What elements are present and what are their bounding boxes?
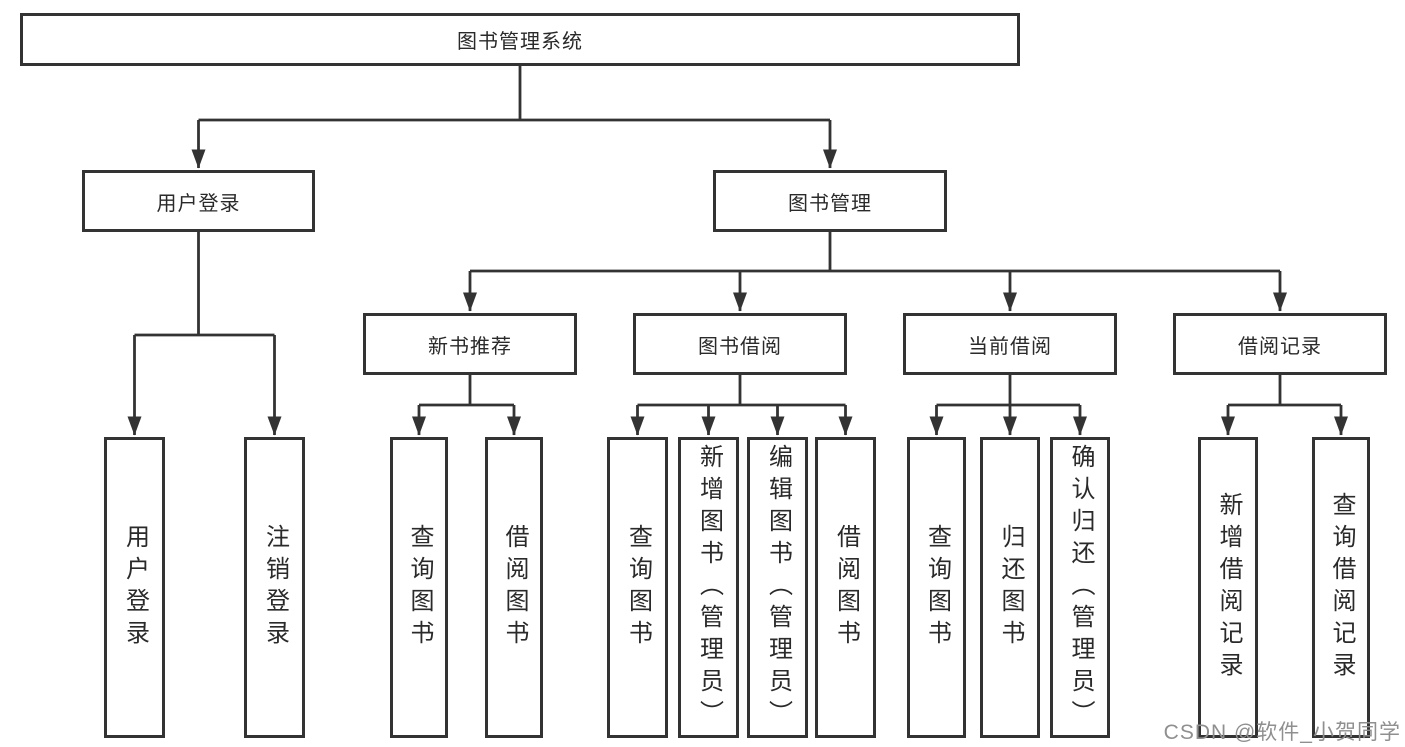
node-current-borrowing: 当前借阅 xyxy=(903,313,1117,375)
leaf-return-book: 归还图书 xyxy=(980,437,1040,738)
leaf-query-books-borrowing: 查询图书 xyxy=(607,437,668,738)
leaf-user-login: 用户登录 xyxy=(104,437,165,738)
node-root-system: 图书管理系统 xyxy=(20,13,1020,66)
edge-new-book-rec-spine xyxy=(419,375,514,407)
leaf-add-book-admin: 新增图书（管理员） xyxy=(678,437,739,738)
leaf-confirm-return-admin: 确认归还（管理员） xyxy=(1050,437,1110,738)
edge-current-borrow-spine xyxy=(936,375,1080,407)
leaf-logout: 注销登录 xyxy=(244,437,305,738)
leaf-query-books-recommend: 查询图书 xyxy=(390,437,448,738)
leaf-edit-book-admin: 编辑图书（管理员） xyxy=(747,437,808,738)
edge-user-login-spine xyxy=(134,232,275,337)
leaf-borrow-books-recommend: 借阅图书 xyxy=(485,437,543,738)
watermark-text: CSDN @软件_小贺同学 xyxy=(1163,721,1401,744)
leaf-borrow-books-borrowing: 借阅图书 xyxy=(815,437,876,738)
node-borrowing-records: 借阅记录 xyxy=(1173,313,1387,375)
edge-borrow-records-spine xyxy=(1228,375,1341,407)
node-book-management: 图书管理 xyxy=(713,170,947,232)
edge-root-spine xyxy=(198,66,830,122)
node-new-book-recommend: 新书推荐 xyxy=(363,313,577,375)
leaf-query-books-current: 查询图书 xyxy=(907,437,966,738)
node-book-borrowing: 图书借阅 xyxy=(633,313,847,375)
edge-book-borrow-spine xyxy=(637,375,846,407)
leaf-query-borrow-record: 查询借阅记录 xyxy=(1312,437,1370,738)
node-user-login-group: 用户登录 xyxy=(82,170,315,232)
edge-book-mgmt-spine xyxy=(470,232,1280,273)
leaf-add-borrow-record: 新增借阅记录 xyxy=(1198,437,1258,738)
